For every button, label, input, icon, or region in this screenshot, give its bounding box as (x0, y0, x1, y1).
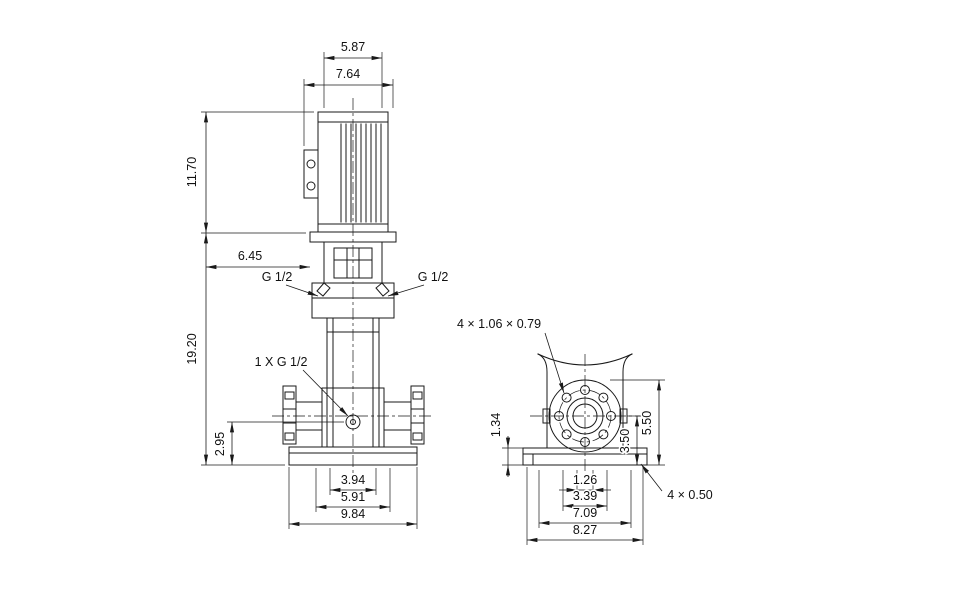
dim-base-height: 1.34 (489, 413, 503, 437)
label-plug-left: G 1/2 (262, 270, 293, 284)
dim-head-width: 5.91 (341, 490, 365, 504)
dim-base-width: 9.84 (341, 507, 365, 521)
dimension-lines-end (505, 332, 663, 543)
dim-motor-top-width: 5.87 (341, 40, 365, 54)
front-view-dimensions: 5.87 7.64 11.70 19.20 6.45 2.95 G 1/2 G … (184, 39, 450, 529)
dim-motor-height: 11.70 (185, 157, 199, 187)
label-plug-right: G 1/2 (418, 270, 449, 284)
dim-pump-height: 19.20 (185, 333, 199, 364)
label-base-slots: 4 × 0.50 (667, 488, 713, 502)
right-flange (410, 385, 425, 445)
front-view (272, 98, 434, 482)
dim-bolt-span: 3.39 (573, 489, 597, 503)
left-flange (282, 385, 297, 445)
leader-drain-port (302, 369, 349, 417)
dimension-lines-front (203, 55, 425, 527)
end-view (522, 353, 648, 476)
dim-flange-width: 3.94 (341, 473, 365, 487)
end-view-dimensions: 4 × 1.06 × 0.79 1.34 3.50 5.50 1.26 3.39… (455, 316, 714, 545)
dim-end-base-width: 8.27 (573, 523, 597, 537)
leader-plug-right (387, 284, 425, 297)
label-drain-port: 1 X G 1/2 (255, 355, 308, 369)
motor-front (303, 111, 389, 233)
terminal-box (303, 149, 319, 199)
dim-bolt-span-inner: 1.26 (573, 473, 597, 487)
priming-plug-left (316, 282, 331, 297)
dim-port-center-height: 3.50 (618, 429, 632, 453)
leader-plug-left (285, 284, 319, 297)
suction-discharge-flanges (282, 385, 425, 445)
dim-motor-width: 7.64 (336, 67, 360, 81)
leader-bolt-holes (544, 332, 565, 394)
extension-lines-front (201, 52, 418, 529)
label-bolt-holes: 4 × 1.06 × 0.79 (457, 317, 541, 331)
dim-foot-hole-span: 7.09 (573, 506, 597, 520)
bolt-holes (554, 385, 616, 447)
dim-head-offset: 6.45 (238, 249, 262, 263)
leader-base-slots (640, 463, 663, 492)
dim-flange-top-height: 5.50 (640, 411, 654, 435)
priming-plug-right (375, 282, 390, 297)
dim-drain-height: 2.95 (213, 432, 227, 456)
extension-lines-end (502, 379, 665, 545)
